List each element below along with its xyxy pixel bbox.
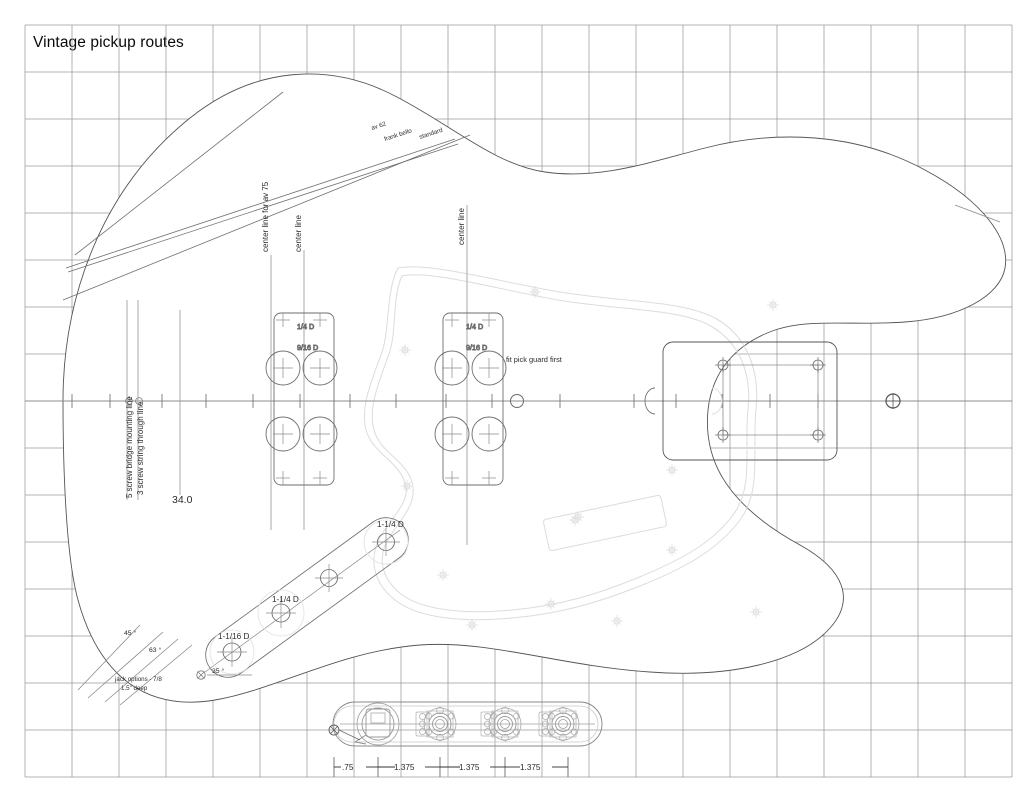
page-title: Vintage pickup routes (33, 34, 184, 51)
label-neck-route-quarter-d: 1/4 D (297, 322, 314, 331)
control-plate-dimension-chain: .75 1.375 1.375 1.375 (333, 757, 569, 777)
label-bore-end: 1-1/16 D (218, 632, 249, 641)
label-center-line-av75: center line for av 75 (261, 181, 270, 252)
note-fit-pick-guard: fit pick guard first (506, 355, 562, 364)
vertical-label-center-line-bridge: center line (457, 208, 466, 245)
heel-detail-line (954, 204, 1001, 223)
output-jack (328, 702, 400, 746)
control-plate (328, 701, 603, 747)
label-jack-options: jack options - 7/8 (114, 676, 162, 683)
label-bore-top: 1-1/4 D (377, 520, 404, 529)
dim-segment-4: 1.375 (520, 763, 541, 772)
label-angle-45: 45 ° (124, 629, 136, 637)
body-outline (62, 73, 1007, 703)
pickguard-outline (363, 266, 758, 621)
dim-segment-2: 1.375 (394, 763, 415, 772)
control-cavity-outline (543, 494, 667, 552)
label-av-62: av 62 (370, 120, 387, 132)
label-angle-35: 35 ° (212, 667, 224, 675)
vertical-label-center-line-neck: center line (294, 215, 303, 252)
label-center-line-neck: center line (294, 215, 303, 252)
label-jack-depth: 1.5" deep (121, 685, 148, 692)
scale-length-label: 34.0 (172, 494, 193, 506)
label-neck-route-916-d: 9/16 D (297, 343, 318, 352)
neck-pocket-screws (714, 356, 827, 444)
label-5-screw-bridge-mounting: 5 screw bridge mounting line (125, 396, 134, 498)
neck-pocket (662, 341, 838, 461)
jack-bore-channel (196, 517, 409, 680)
neck-pickup-route: 1/4 D 9/16 D (265, 312, 338, 486)
label-angle-63: 63 ° (149, 646, 161, 654)
label-scale-length: 34.0 (172, 494, 193, 506)
vertical-centerlines (126, 205, 468, 545)
bridge-pickup-route: 1/4 D 9/16 D (434, 312, 507, 486)
dim-segment-1: .75 (342, 763, 354, 772)
dim-segment-3: 1.375 (459, 763, 480, 772)
label-bore-mid: 1-1/4 D (272, 595, 299, 604)
label-fit-pick-guard-first: fit pick guard first (506, 355, 562, 364)
label-3-screw-string-through: 3 screw string through line (136, 401, 145, 495)
bore-labels: 1-1/4 D 1-1/4 D 1-1/16 D 35 ° (212, 520, 404, 675)
contour-diagonals (62, 91, 471, 301)
vertical-label-string-through: 3 screw string through line (136, 401, 145, 495)
vertical-label-bridge-mounting: 5 screw bridge mounting line (125, 396, 134, 498)
label-bridge-route-916-d: 9/16 D (466, 343, 487, 352)
vertical-label-center-line-av75: center line for av 75 (261, 181, 270, 252)
label-bridge-route-quarter-d: 1/4 D (466, 322, 483, 331)
angle-labels: 45 ° 63 ° jack options - 7/8 1.5" deep (114, 629, 162, 692)
diagonal-label-av62: av 62 (370, 120, 387, 132)
label-center-line-bridge: center line (457, 208, 466, 245)
jack-angle-lines (77, 624, 193, 706)
